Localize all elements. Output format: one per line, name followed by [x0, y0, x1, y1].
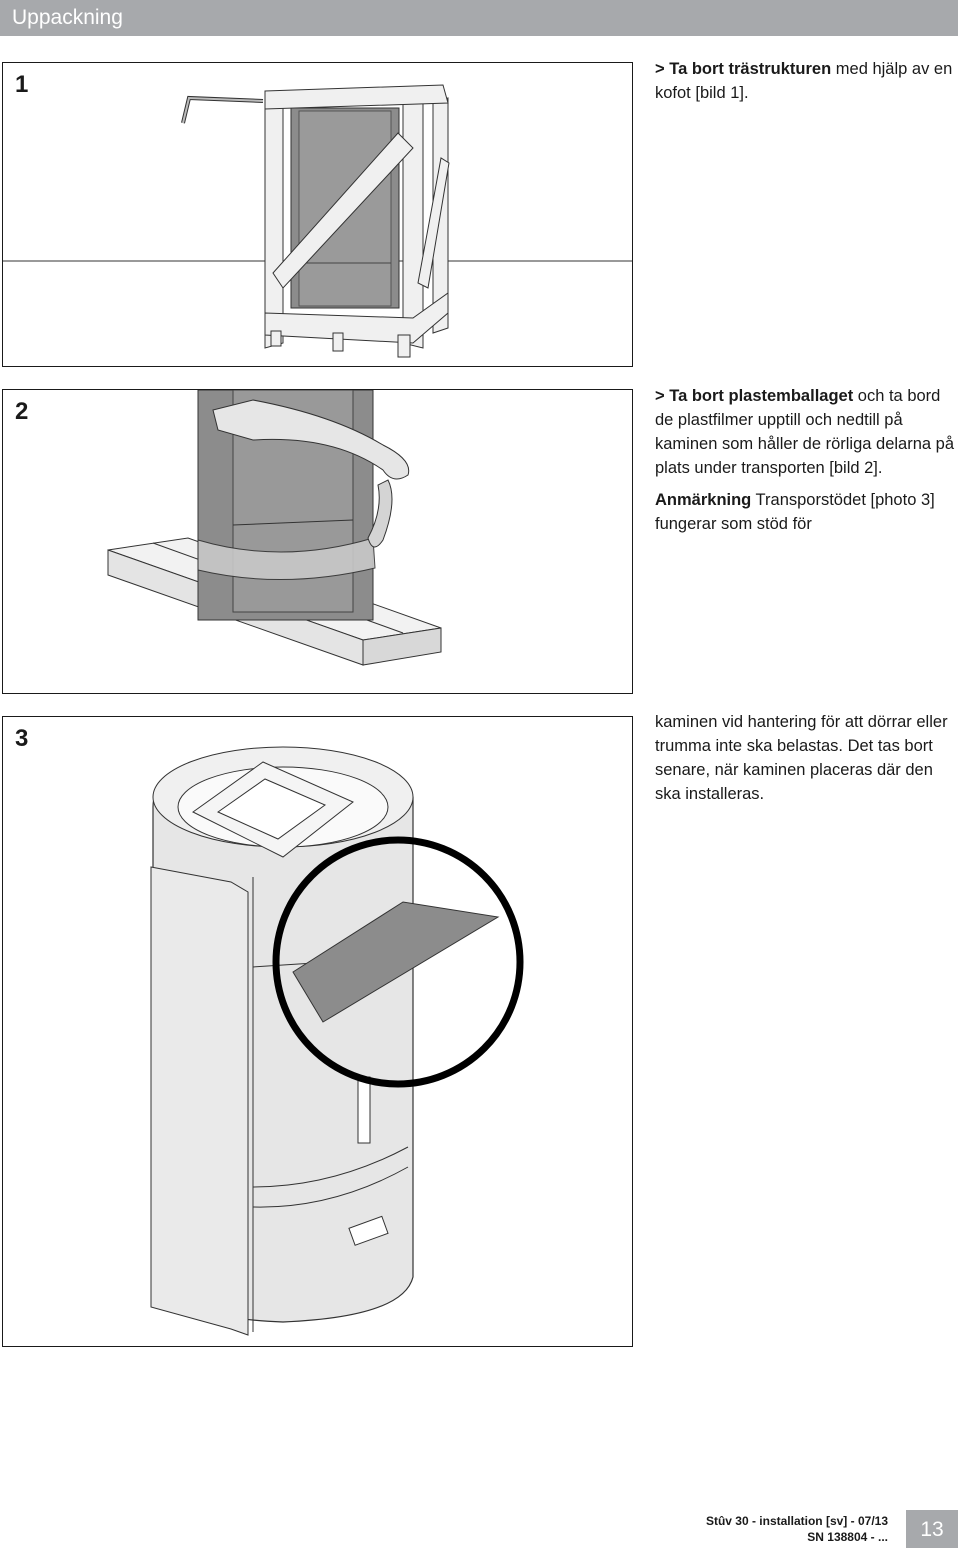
- document-footer: Stûv 30 - installation [sv] - 07/13 SN 1…: [706, 1513, 888, 1545]
- footer-doc-title: Stûv 30 - installation [sv] - 07/13: [705, 1514, 888, 1528]
- step-1-action: > Ta bort trästrukturen: [655, 60, 832, 78]
- page-number-box: 13: [906, 1510, 958, 1548]
- note-block: Anmärkning Transporstödet [photo 3] fung…: [655, 488, 955, 536]
- instruction-step-2: > Ta bort plastemballaget och ta bord de…: [655, 384, 955, 480]
- crate-illustration: [3, 84, 632, 358]
- figure-number: 1: [15, 71, 29, 98]
- section-title: Uppackning: [12, 6, 123, 29]
- step-1-detail: med hjälp av en kofot [bild 1].: [655, 60, 953, 102]
- figure-number: 3: [15, 725, 29, 752]
- note-label: Anmärkning: [655, 491, 752, 509]
- page-number: 13: [920, 1518, 944, 1541]
- note-continuation-text: kaminen vid hantering för att dörrar ell…: [655, 713, 948, 803]
- figure-2: 2: [2, 389, 633, 694]
- figure-3: 3: [2, 716, 633, 1347]
- figure-1: 1: [2, 62, 633, 367]
- transport-support-illustration: [150, 746, 524, 1336]
- figure-number: 2: [15, 398, 29, 425]
- note-continuation: kaminen vid hantering för att dörrar ell…: [655, 710, 955, 806]
- plastic-wrap-illustration: [107, 390, 442, 666]
- instruction-step-1: > Ta bort trästrukturen med hjälp av en …: [655, 57, 955, 105]
- step-2-action: > Ta bort plastemballaget: [655, 387, 854, 405]
- note-text: Transporstödet [photo 3] fungerar som st…: [655, 491, 935, 533]
- footer-serial: SN 138804 - ...: [807, 1530, 888, 1544]
- step-2-detail: och ta bord de plastfilmer upptill och n…: [655, 387, 954, 477]
- section-header: Uppackning: [0, 0, 958, 38]
